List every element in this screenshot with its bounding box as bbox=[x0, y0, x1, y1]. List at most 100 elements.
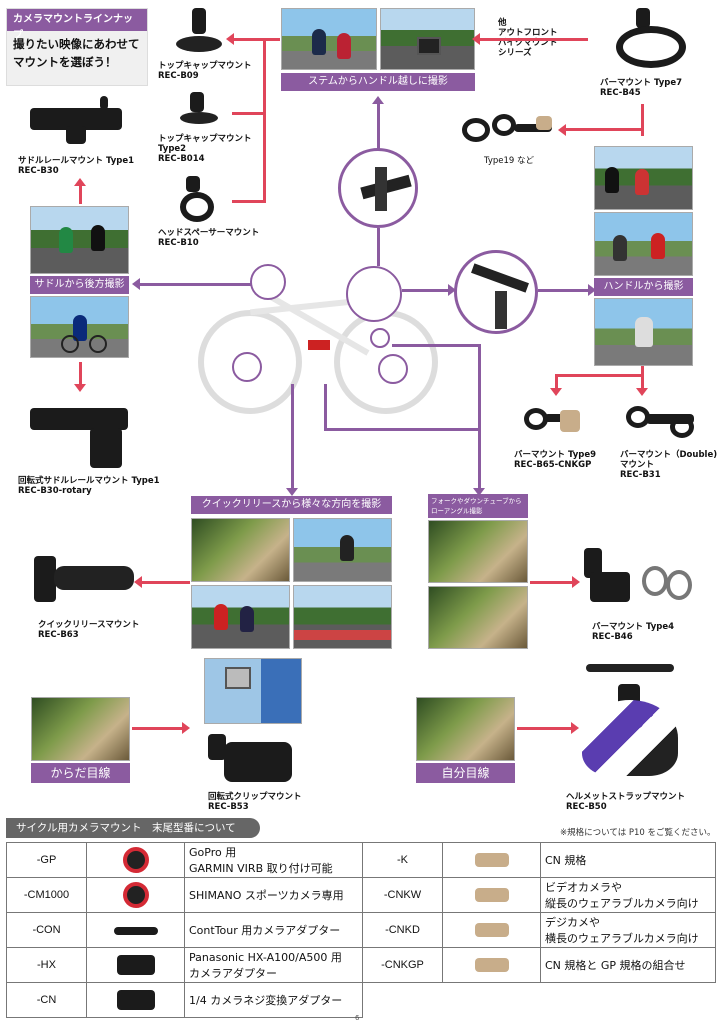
arrow-down-icon bbox=[550, 388, 562, 396]
stem-photo-right bbox=[380, 8, 475, 70]
section-label-quick: クイックリリースから様々な方向を撮影 bbox=[191, 496, 392, 514]
stem-closeup-circle bbox=[338, 148, 418, 228]
arrow-right-icon bbox=[182, 722, 190, 734]
top-cap2-mount-image bbox=[178, 92, 222, 128]
head-spacer-code: REC-B10 bbox=[158, 238, 199, 248]
helmet-name: ヘルメットストラップマウント bbox=[566, 792, 686, 802]
bar-double-name: バーマウント（Double) bbox=[620, 450, 718, 460]
saddle-rotary-name: 回転式サドルレールマウント Type1 bbox=[18, 476, 160, 486]
saddle-rail-mount-image bbox=[30, 92, 126, 148]
suffix-code: -CN bbox=[6, 982, 87, 1018]
suffix-code: -CM1000 bbox=[6, 877, 87, 913]
handle-photo-2 bbox=[594, 212, 693, 276]
downtube-circle bbox=[370, 328, 390, 348]
arrow-left-icon bbox=[558, 124, 566, 136]
outfront-line1: 他 bbox=[498, 18, 507, 28]
arrow-up-icon bbox=[372, 96, 384, 104]
saddle1-name: サドルレールマウント Type1 bbox=[18, 156, 135, 166]
contour-adapter-icon bbox=[113, 926, 158, 935]
bar7-name: バーマウント Type7 bbox=[600, 78, 683, 88]
suffix-code: -GP bbox=[6, 842, 87, 878]
bar-double-name2: マウント bbox=[620, 460, 655, 470]
saddle1-code: REC-B30 bbox=[18, 166, 59, 176]
table-row: -CN 1/4 カメラネジ変換アダプター bbox=[6, 982, 716, 1018]
table-row: -HX Panasonic HX-A100/A500 用カメラアダプター-CNKG… bbox=[6, 947, 716, 983]
self-view-photo bbox=[416, 697, 515, 761]
suffix-code: -HX bbox=[6, 947, 87, 983]
arrow-down-icon bbox=[74, 384, 86, 392]
clip-name: 回転式クリップマウント bbox=[208, 792, 302, 802]
header-title: カメラマウントラインナップ bbox=[7, 9, 147, 41]
suffix-desc-line1: デジカメや bbox=[545, 916, 600, 929]
handlebar-center-circle bbox=[346, 266, 402, 322]
suffix-description: CN 規格と GP 規格の組合せ bbox=[540, 947, 716, 983]
section-label-saddle: サドルから後方撮影 bbox=[30, 276, 129, 294]
arrow-down-icon bbox=[636, 388, 648, 396]
bar7-code: REC-B45 bbox=[600, 88, 641, 98]
arrow-right-icon bbox=[588, 284, 596, 296]
helmet-code: REC-B50 bbox=[566, 802, 607, 812]
quick-release-mount-image bbox=[34, 548, 138, 610]
suffix-code: -CON bbox=[6, 912, 87, 948]
suffix-description: CN 規格 bbox=[540, 842, 716, 878]
saddle-rear-photo bbox=[30, 296, 129, 358]
rear-hub-circle bbox=[232, 352, 262, 382]
fork-photo-1 bbox=[428, 520, 528, 583]
bar-mount-type9-image bbox=[524, 402, 588, 444]
arrow-left-icon bbox=[226, 33, 234, 45]
suffix-description: ビデオカメラや縦長のウェアラブルカメラ向け bbox=[540, 877, 716, 913]
top-cap-code: REC-B09 bbox=[158, 71, 199, 81]
suffix-code: -CNKGP bbox=[362, 947, 443, 983]
suffix-description: SHIMANO スポーツカメラ専用 bbox=[184, 877, 363, 913]
bar-mount-double-image bbox=[626, 402, 700, 444]
top-cap-name: トップキャップマウント bbox=[158, 61, 252, 71]
quick-name: クイックリリースマウント bbox=[38, 620, 140, 630]
type19-name: Type19 など bbox=[484, 156, 535, 166]
panasonic-adapter-icon bbox=[86, 947, 185, 983]
rotary-clip-mount-image bbox=[204, 728, 298, 786]
head-spacer-name: ヘッドスペーサーマウント bbox=[158, 228, 260, 238]
arrow-right-icon bbox=[572, 576, 580, 588]
stem-photo-left bbox=[281, 8, 377, 70]
suffix-code: -CNKD bbox=[362, 912, 443, 948]
suffix-desc-line1: 1/4 カメラネジ変換アダプター bbox=[189, 994, 343, 1007]
suffix-description: Panasonic HX-A100/A500 用カメラアダプター bbox=[184, 947, 363, 983]
arrow-right-icon bbox=[448, 284, 456, 296]
cnkd-adapter-icon bbox=[442, 912, 541, 948]
suffix-table-note: ※規格については P10 をご覧ください。 bbox=[560, 828, 716, 838]
page-number: 6 bbox=[355, 1014, 360, 1022]
cnkgp-adapter-icon bbox=[442, 947, 541, 983]
cnkw-adapter-icon bbox=[474, 888, 509, 902]
screw-adapter-icon bbox=[116, 990, 155, 1010]
quick-photo-3 bbox=[191, 585, 290, 649]
quick-photo-1 bbox=[191, 518, 290, 582]
gopro-mount-icon bbox=[122, 847, 149, 873]
panasonic-adapter-icon bbox=[116, 955, 155, 975]
suffix-desc-line1: SHIMANO スポーツカメラ専用 bbox=[189, 889, 344, 902]
screw-adapter-icon bbox=[86, 982, 185, 1018]
suffix-desc-line1: CN 規格 bbox=[545, 854, 587, 867]
suffix-desc-line1: CN 規格と GP 規格の組合せ bbox=[545, 959, 686, 972]
top-cap-mount-image bbox=[172, 8, 228, 60]
arrow-up-icon bbox=[74, 178, 86, 186]
cnkw-adapter-icon bbox=[442, 877, 541, 913]
suffix-desc-line1: ビデオカメラや bbox=[545, 881, 622, 894]
clip-code: REC-B53 bbox=[208, 802, 249, 812]
fork-label-line2: ローアングル撮影 bbox=[431, 507, 483, 515]
outfront-line3: バイクマウント bbox=[498, 38, 558, 48]
section-label-handle: ハンドルから撮影 bbox=[594, 278, 693, 296]
body-view-photo bbox=[31, 697, 130, 761]
outfront-line2: アウトフロント bbox=[498, 28, 558, 38]
suffix-desc-line1: GoPro 用 bbox=[189, 846, 237, 859]
header-subtitle-line1: 撮りたい映像にあわせて bbox=[13, 37, 140, 51]
saddle-photo bbox=[30, 206, 129, 274]
cnkgp-adapter-icon bbox=[474, 958, 509, 972]
type19-mount-image bbox=[462, 110, 558, 148]
section-label-body: からだ目線 bbox=[31, 763, 130, 783]
road-bike-image bbox=[196, 262, 446, 422]
suffix-description: 1/4 カメラネジ変換アダプター bbox=[184, 982, 363, 1018]
